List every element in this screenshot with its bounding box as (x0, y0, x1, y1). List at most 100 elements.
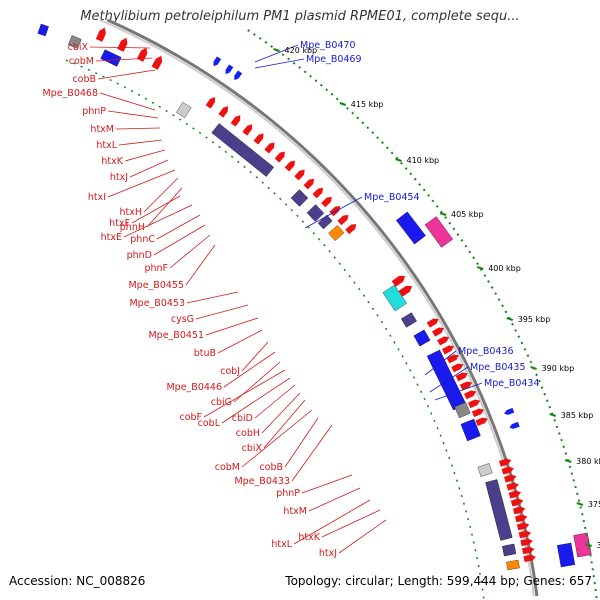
gene-label-left: cbiX (68, 42, 89, 53)
kbp-tick-mark (576, 502, 584, 506)
gene-label-right: Mpe_B0436 (458, 346, 514, 357)
gene-label-line (241, 409, 313, 468)
gene-label-line (99, 92, 156, 111)
gene-label-line (129, 159, 169, 178)
gene-label-left: htxI (88, 192, 106, 203)
kbp-tick-label: 380 kbp (576, 457, 600, 466)
gene-label-left: htxK (101, 156, 123, 167)
gene-label-left: htxF (109, 218, 130, 229)
gene-label-line (156, 214, 201, 240)
forward-gene-arrow (512, 506, 526, 515)
gene-label-line (221, 377, 291, 424)
cds-block (400, 312, 417, 328)
cds-block (382, 284, 407, 312)
gene-label-line (146, 187, 183, 228)
forward-gene-arrow (459, 381, 473, 391)
kbp-tick-mark (439, 212, 447, 216)
forward-gene-arrow (504, 474, 517, 483)
gene-label-line (261, 392, 301, 434)
cds-block (37, 23, 49, 37)
gene-label-left: phnP (82, 106, 106, 117)
gene-label-line (321, 509, 381, 538)
label-lines (89, 44, 483, 554)
forward-gene-arrow (230, 115, 241, 127)
gene-label-left: phnD (127, 250, 152, 261)
forward-gene-arrow (514, 514, 528, 523)
gene-label-left: htxL (271, 539, 292, 550)
cds-block (328, 225, 345, 241)
gene-label-line (241, 341, 269, 372)
forward-gene-arrow (151, 55, 163, 70)
gene-label-line (115, 127, 161, 130)
cds-block (506, 559, 520, 571)
gene-label-line (143, 177, 179, 213)
gene-label-line (203, 369, 286, 418)
gene-label-right: Mpe_B0454 (364, 192, 420, 203)
gene-label-left: cobB (72, 74, 96, 85)
gene-label-line (308, 487, 361, 512)
reverse-gene-arrow (504, 407, 515, 415)
reverse-gene-arrow (213, 56, 222, 67)
cds-block (413, 329, 431, 347)
gene-label-left: phnP (276, 488, 300, 499)
cds-block (460, 418, 481, 442)
forward-gene-arrow (136, 47, 148, 62)
gene-label-left: htxJ (319, 548, 337, 559)
gene-label-left: htxM (283, 506, 307, 517)
forward-gene-arrow (446, 354, 459, 364)
forward-gene-arrow (312, 187, 324, 199)
gene-label-line (118, 139, 163, 146)
gene-label-line (338, 519, 387, 554)
gene-label-left: htxK (298, 532, 320, 543)
forward-gene-arrow (303, 178, 315, 190)
gene-label-line (254, 44, 299, 63)
gene-label-line (205, 317, 259, 336)
gene-label-left: cbiX (242, 443, 263, 454)
gene-label-left: htxM (90, 124, 114, 135)
forward-gene-arrow (345, 224, 357, 235)
gene-label-line (123, 204, 193, 238)
gene-label-line (97, 69, 156, 80)
gene-label-line (434, 382, 483, 401)
forward-gene-arrow (95, 27, 106, 42)
gene-label-line (95, 57, 153, 62)
gene-label-line (124, 149, 166, 162)
reverse-gene-arrow (225, 64, 234, 75)
forward-gene-arrow (510, 498, 524, 507)
cds-block (211, 123, 275, 177)
forward-gene-arrow (253, 133, 264, 145)
forward-gene-arrow (264, 142, 275, 154)
kbp-tick-label: 415 kbp (351, 100, 384, 109)
kbp-tick-label: 405 kbp (451, 210, 484, 219)
gene-label-line (169, 234, 211, 269)
gene-label-line (254, 58, 305, 69)
gene-label-line (131, 195, 181, 224)
gene-label-left: htxJ (110, 172, 128, 183)
tick-dots-inner (65, 59, 485, 600)
forward-gene-arrow (117, 37, 128, 52)
forward-gene-arrow (218, 106, 228, 118)
gene-label-line (186, 291, 239, 304)
forward-gene-arrow (506, 482, 519, 491)
cds-block (100, 49, 122, 67)
gene-label-left: htxE (101, 232, 122, 243)
forward-gene-arrow (242, 124, 253, 136)
kbp-tick-label: 420 kbp (285, 46, 318, 55)
gene-label-left: cobM (69, 56, 94, 67)
gene-label-left: cobJ (220, 366, 240, 377)
forward-gene-arrow (518, 530, 532, 539)
gene-label-line (263, 399, 306, 449)
accession-text: Accession: NC_008826 (9, 574, 146, 588)
gene-label-left: phnH (120, 222, 145, 233)
gene-label-left: cobM (215, 462, 240, 473)
gene-label-line (284, 417, 319, 468)
gene-label-line (424, 350, 457, 376)
cds-block (396, 211, 426, 245)
kbp-tick-mark (530, 366, 537, 370)
forward-gene-arrow (205, 97, 215, 109)
features-layer (37, 23, 592, 571)
gene-label-line (293, 499, 371, 545)
gene-label-left: cobH (236, 428, 260, 439)
gene-label-right: Mpe_B0435 (470, 362, 526, 373)
